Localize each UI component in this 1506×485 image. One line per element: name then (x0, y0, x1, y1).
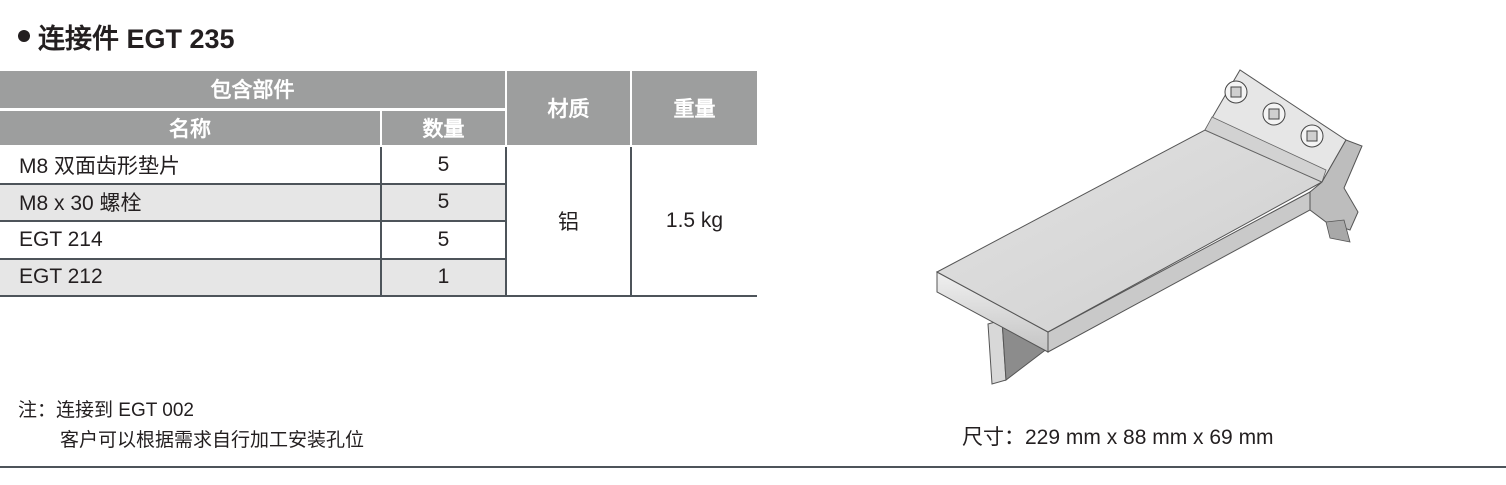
bullet-icon (18, 30, 30, 42)
dimensions-label: 尺寸：229 mm x 88 mm x 69 mm (962, 426, 1274, 449)
part-quantity: 5 (381, 183, 507, 222)
part-name: EGT 212 (0, 258, 382, 297)
section-title: 连接件 EGT 235 (18, 17, 235, 55)
part-quantity: 5 (381, 146, 507, 185)
header-material: 材质 (505, 71, 632, 147)
table-row: M8 双面齿形垫片 5 铝 1.5 kg (0, 146, 757, 297)
header-included-parts: 包含部件 (0, 71, 507, 110)
product-image (930, 62, 1370, 392)
note: 注：连接到 EGT 002 客户可以根据需求自行加工安装孔位 (18, 396, 364, 456)
header-name: 名称 (0, 107, 382, 147)
part-quantity: 1 (381, 258, 507, 297)
weight-value: 1.5 kg (631, 146, 757, 297)
bottom-divider (0, 466, 1506, 468)
part-quantity: 5 (381, 221, 507, 260)
part-name: M8 x 30 螺栓 (0, 183, 382, 222)
table-row: M8 x 30 螺栓 5 (0, 183, 757, 222)
bracket-illustration-icon (935, 69, 1363, 385)
note-line-2: 客户可以根据需求自行加工安装孔位 (60, 430, 365, 451)
part-name: EGT 214 (0, 221, 382, 260)
table-row: EGT 212 1 (0, 258, 757, 297)
note-line-1: 注：连接到 EGT 002 (18, 400, 194, 421)
table-row: EGT 214 5 (0, 221, 757, 260)
header-quantity: 数量 (380, 107, 507, 147)
parts-spec-table: 包含部件 材质 重量 名称 数量 M8 双面齿形垫片 5 铝 1.5 kg M8… (0, 71, 757, 297)
section-title-text: 连接件 EGT 235 (38, 23, 235, 54)
part-name: M8 双面齿形垫片 (0, 146, 382, 185)
material-value: 铝 (506, 146, 632, 297)
header-weight: 重量 (630, 71, 757, 147)
